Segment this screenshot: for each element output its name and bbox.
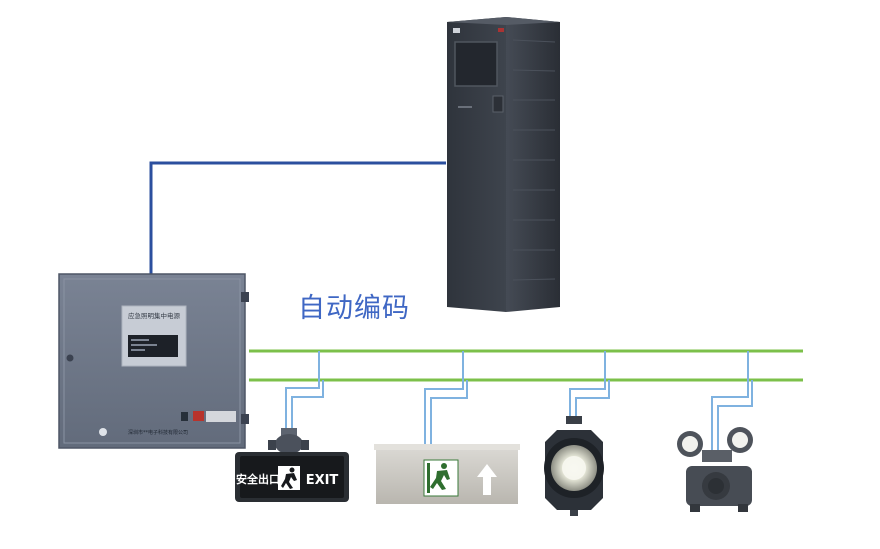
drop-wires — [285, 351, 753, 452]
auto-encoding-caption: 自动编码 — [298, 293, 410, 324]
exit-sign-fixture: 安全出口 EXIT — [235, 428, 349, 502]
round-emergency-lamp — [544, 416, 604, 516]
arrow-up-icon — [477, 464, 497, 495]
exit-sign-english: EXIT — [306, 473, 339, 488]
pedestrian-exit-icon — [281, 467, 297, 489]
panel-maker-plate: 深圳市**电子科技有限公司 — [128, 429, 188, 436]
power-cabinet — [447, 17, 560, 312]
cabinet-screen — [454, 41, 498, 87]
pedestrian-exit-icon — [427, 463, 450, 493]
twin-head-emergency-light — [677, 427, 753, 512]
control-line — [149, 161, 446, 274]
exit-sign-chinese: 安全出口 — [236, 472, 280, 486]
direction-sign-fixture — [374, 444, 520, 504]
panel-front-label: 应急照明集中电源 — [128, 311, 181, 320]
distribution-panel: 应急照明集中电源 深圳市**电子科技有限公司 — [58, 273, 249, 449]
